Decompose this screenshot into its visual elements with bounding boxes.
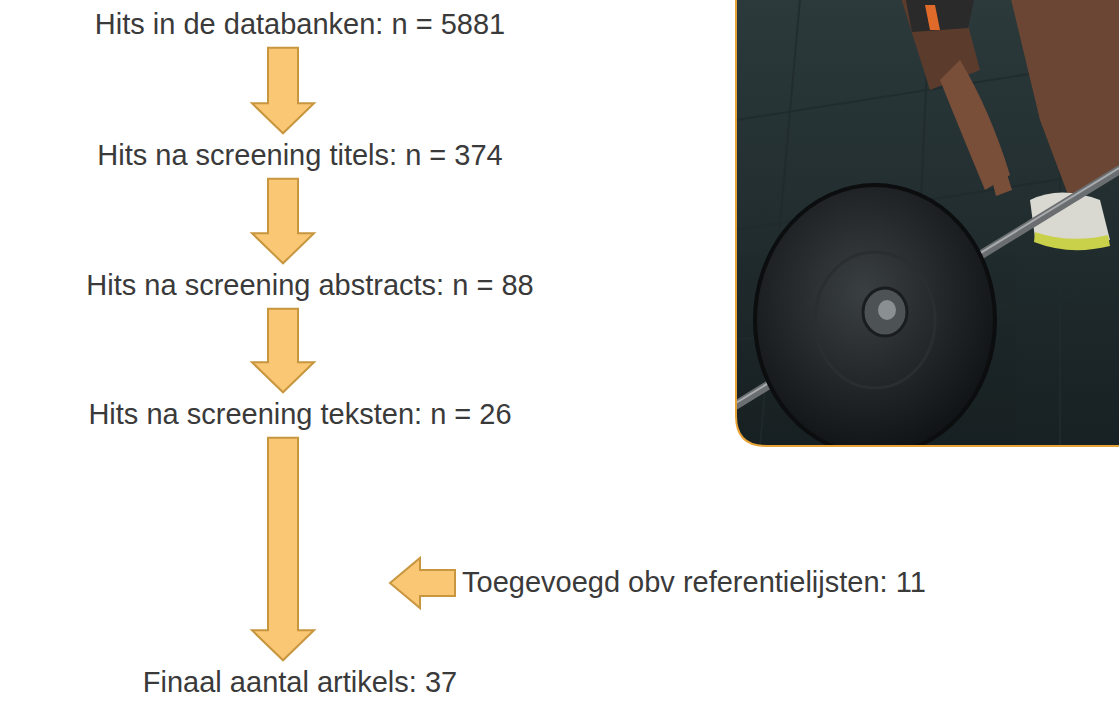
flow-arrow [252, 48, 314, 134]
barbell-photo [730, 0, 1119, 455]
photo-frame [736, 0, 1119, 446]
note-label: Toegevoegd obv referentielijsten: 11 [462, 566, 926, 599]
flow-step: Finaal aantal artikels: 37 [141, 666, 459, 699]
flow-step: Hits na screening titels: n = 374 [95, 139, 504, 172]
flow-step: Hits in de databanken: n = 5881 [93, 8, 507, 41]
step-text: Hits in de databanken: n = 5881 [95, 8, 505, 41]
side-arrow [390, 558, 455, 608]
step-text: Hits na screening teksten: n = 26 [88, 398, 511, 431]
step-text: Finaal aantal artikels: 37 [143, 666, 457, 699]
flow-step: Hits na screening abstracts: n = 88 [84, 269, 535, 302]
flow-arrow [252, 179, 314, 264]
flow-arrow [252, 438, 314, 661]
step-text: Hits na screening abstracts: n = 88 [86, 269, 533, 302]
flow-step: Hits na screening teksten: n = 26 [86, 398, 513, 431]
flow-arrow [252, 309, 314, 393]
step-text: Hits na screening titels: n = 374 [97, 139, 502, 172]
